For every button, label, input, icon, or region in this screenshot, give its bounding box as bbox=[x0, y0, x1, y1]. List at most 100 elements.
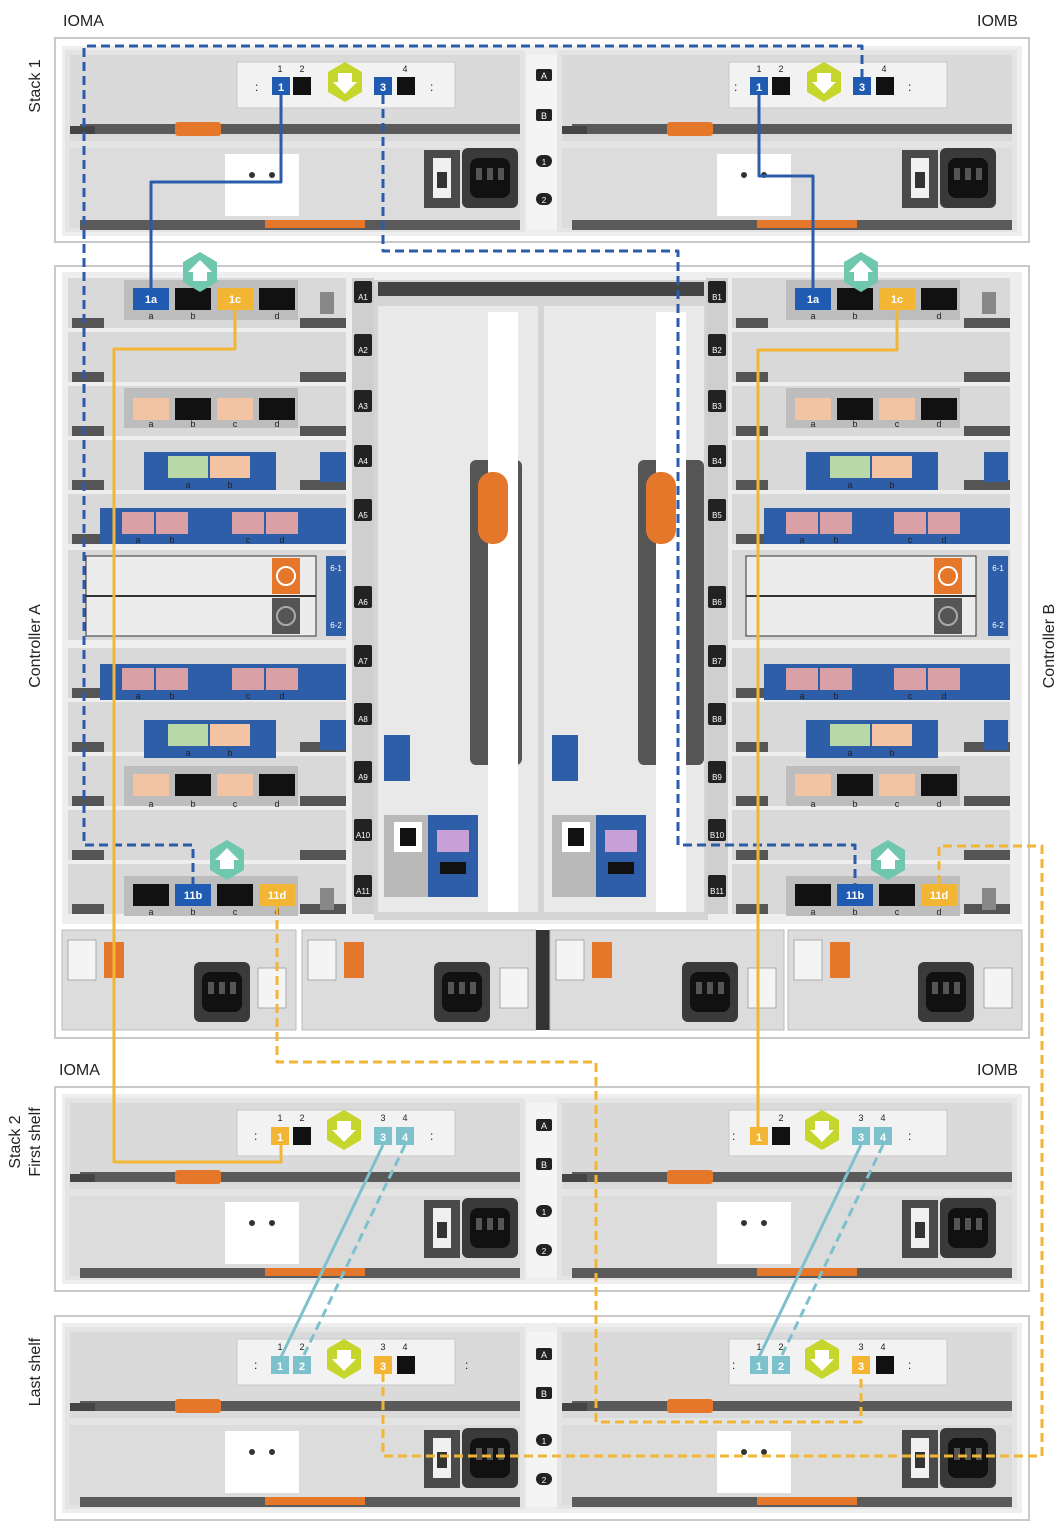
controller-a-slot-a8-label: A8 bbox=[358, 715, 368, 724]
stack1-ioma-port-3[interactable] bbox=[374, 77, 392, 95]
cable-teal-b-3-1 bbox=[757, 1144, 863, 1358]
svg-text:d: d bbox=[941, 691, 946, 701]
controller-b-slot-b6 bbox=[708, 586, 726, 608]
stack2-first-iomb-port-3[interactable] bbox=[852, 1127, 870, 1145]
svg-text:a: a bbox=[148, 799, 153, 809]
svg-text:c: c bbox=[895, 799, 900, 809]
svg-text:3: 3 bbox=[380, 1132, 386, 1144]
svg-text:2: 2 bbox=[299, 64, 304, 74]
svg-text:c: c bbox=[246, 535, 251, 545]
stack1-iomb-port-1[interactable] bbox=[750, 77, 768, 95]
svg-text:1: 1 bbox=[277, 1342, 282, 1352]
svg-text:1a: 1a bbox=[807, 294, 820, 306]
svg-text:2: 2 bbox=[299, 1361, 305, 1373]
controller-a-slot-a5-label: A5 bbox=[358, 511, 368, 520]
svg-text:A: A bbox=[541, 71, 547, 81]
svg-text:b: b bbox=[169, 691, 174, 701]
controller-a-port-1a[interactable] bbox=[133, 288, 169, 310]
svg-text:2: 2 bbox=[778, 64, 783, 74]
svg-text:4: 4 bbox=[402, 1113, 407, 1123]
svg-text:c: c bbox=[895, 419, 900, 429]
stack2-last-ioma-ports: 1 2 3 4 : : 1 2 3 bbox=[254, 1342, 468, 1374]
svg-text:1: 1 bbox=[756, 1361, 762, 1373]
svg-text:b: b bbox=[190, 419, 195, 429]
controller-b-port-1c[interactable] bbox=[879, 288, 915, 310]
controller-a-port-1c[interactable] bbox=[217, 288, 253, 310]
controller-b-top-card-ports: 1a 1c a b d bbox=[795, 252, 942, 321]
svg-text:d: d bbox=[274, 311, 279, 321]
svg-text:c: c bbox=[233, 907, 238, 917]
svg-text:b: b bbox=[227, 748, 232, 758]
stack2-last-ioma-port-2[interactable] bbox=[293, 1356, 311, 1374]
svg-text::: : bbox=[465, 1358, 468, 1372]
stack1-iomb-port-3[interactable] bbox=[853, 77, 871, 95]
controller-b-port-11b[interactable] bbox=[837, 884, 873, 906]
controller-a-port-11b[interactable] bbox=[175, 884, 211, 906]
svg-text:A: A bbox=[541, 1121, 547, 1131]
svg-text:4: 4 bbox=[402, 1132, 409, 1144]
stack2-first-ioma-port-4[interactable] bbox=[396, 1127, 414, 1145]
first-shelf-label: First shelf bbox=[27, 1107, 44, 1177]
controller-b-slot-b4 bbox=[708, 445, 726, 467]
svg-text:B: B bbox=[541, 1160, 547, 1170]
controller-a-slot-a7 bbox=[354, 645, 372, 667]
controller-b-label: Controller B bbox=[1041, 604, 1058, 688]
svg-text:1: 1 bbox=[542, 1437, 547, 1446]
controller-b-slot-b2 bbox=[708, 334, 726, 356]
cable-blue-dash-b11b bbox=[381, 95, 857, 886]
svg-text:c: c bbox=[233, 799, 238, 809]
stack2-first-iomb-port-1[interactable] bbox=[750, 1127, 768, 1145]
svg-text:a: a bbox=[185, 748, 190, 758]
controller-a-top-card-ports: 1a 1c a b d bbox=[133, 252, 280, 321]
cable-yellow-dash-b11d bbox=[381, 844, 1044, 1458]
stack2-first-iomb-port-4[interactable] bbox=[874, 1127, 892, 1145]
controller-b-slot-b9-label: B9 bbox=[712, 773, 722, 782]
stack2-last-ioma-port-3[interactable] bbox=[374, 1356, 392, 1374]
stack2-last-iomb-port-2[interactable] bbox=[772, 1356, 790, 1374]
controller-b-bottom-card-ports: 11b 11d a b c d bbox=[810, 840, 957, 917]
svg-text:4: 4 bbox=[881, 64, 886, 74]
svg-text:1: 1 bbox=[277, 1361, 283, 1373]
svg-text:2: 2 bbox=[542, 1476, 547, 1485]
svg-text:a: a bbox=[847, 748, 852, 758]
controller-a-slot-a1 bbox=[354, 281, 372, 303]
svg-text:3: 3 bbox=[858, 1113, 863, 1123]
controller-b-port-11d[interactable] bbox=[921, 884, 957, 906]
svg-text:B: B bbox=[541, 111, 547, 121]
svg-text:1: 1 bbox=[756, 1342, 761, 1352]
svg-text:11d: 11d bbox=[268, 890, 286, 902]
controller-b-slot-b5-label: B5 bbox=[712, 511, 722, 520]
svg-text:a: a bbox=[148, 419, 153, 429]
svg-text:1: 1 bbox=[277, 64, 282, 74]
svg-text:b: b bbox=[190, 907, 195, 917]
svg-text:B: B bbox=[541, 1389, 547, 1399]
svg-text:a: a bbox=[135, 691, 140, 701]
stack2-last-iomb-port-1[interactable] bbox=[750, 1356, 768, 1374]
svg-text:b: b bbox=[190, 799, 195, 809]
controller-b-slot-b7-label: B7 bbox=[712, 657, 722, 666]
controller-a-slot-a10-label: A10 bbox=[356, 831, 371, 840]
stack1-ioma-port-1[interactable] bbox=[272, 77, 290, 95]
iomb-label-stack2: IOMB bbox=[977, 1062, 1018, 1079]
svg-text:A: A bbox=[541, 1350, 547, 1360]
stack2-last-iomb-port-3[interactable] bbox=[852, 1356, 870, 1374]
svg-text::: : bbox=[254, 1358, 257, 1372]
cable-yellow-b1c bbox=[756, 310, 899, 1128]
stack2-first-ioma-port-1[interactable] bbox=[271, 1127, 289, 1145]
svg-text:3: 3 bbox=[858, 1342, 863, 1352]
stack2-last-ioma-port-1[interactable] bbox=[271, 1356, 289, 1374]
svg-text:d: d bbox=[936, 311, 941, 321]
controller-b-port-1a[interactable] bbox=[795, 288, 831, 310]
svg-text:b: b bbox=[889, 748, 894, 758]
svg-text:3: 3 bbox=[858, 1361, 864, 1373]
svg-text:a: a bbox=[148, 907, 153, 917]
svg-text:a: a bbox=[185, 480, 190, 490]
controller-a-port-11d[interactable] bbox=[259, 884, 295, 906]
svg-text:1c: 1c bbox=[229, 294, 241, 306]
stack2-first-ioma-port-3[interactable] bbox=[374, 1127, 392, 1145]
svg-text:11d: 11d bbox=[930, 890, 948, 902]
ioma-label-stack2: IOMA bbox=[59, 1062, 100, 1079]
svg-text:6-1: 6-1 bbox=[330, 564, 342, 573]
controller-a-slot-a6-label: A6 bbox=[358, 598, 368, 607]
